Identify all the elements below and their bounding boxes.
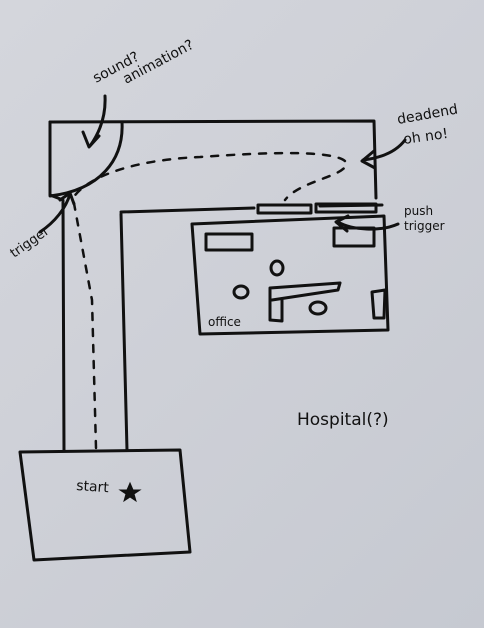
trigger-right-label: trigger [404,219,445,233]
arrow-trigger-left [38,191,76,234]
office-label: office [208,315,241,329]
hospital-label: Hospital(?) [297,410,389,430]
door-right [314,202,378,214]
door-left [256,203,313,215]
start-room [18,448,192,562]
office-chair-2 [232,284,250,300]
corridor-right-wall [119,212,129,452]
office-shelf [370,288,387,320]
deadend-label: deadend [396,102,459,128]
office-room [190,214,390,336]
office-chair-1 [269,259,285,277]
star-icon [118,481,142,503]
arrow-sound [81,94,107,149]
route-path [71,151,348,450]
trigger-arc [48,120,124,198]
push-label: push [404,204,433,218]
corridor-left-wall [48,120,66,453]
corridor-bottom-wall [119,206,256,214]
trigger-left-label: trigger [8,223,53,261]
arrow-push-trigger [334,214,400,233]
office-chair-3 [308,300,328,316]
oh-no-label: oh no! [402,126,449,148]
office-desk-2 [332,226,376,248]
start-label: start [76,478,110,496]
office-counter [268,281,342,323]
corridor-top-wall [48,119,378,200]
office-desk-1 [204,232,254,252]
arrow-deadend [360,138,407,170]
